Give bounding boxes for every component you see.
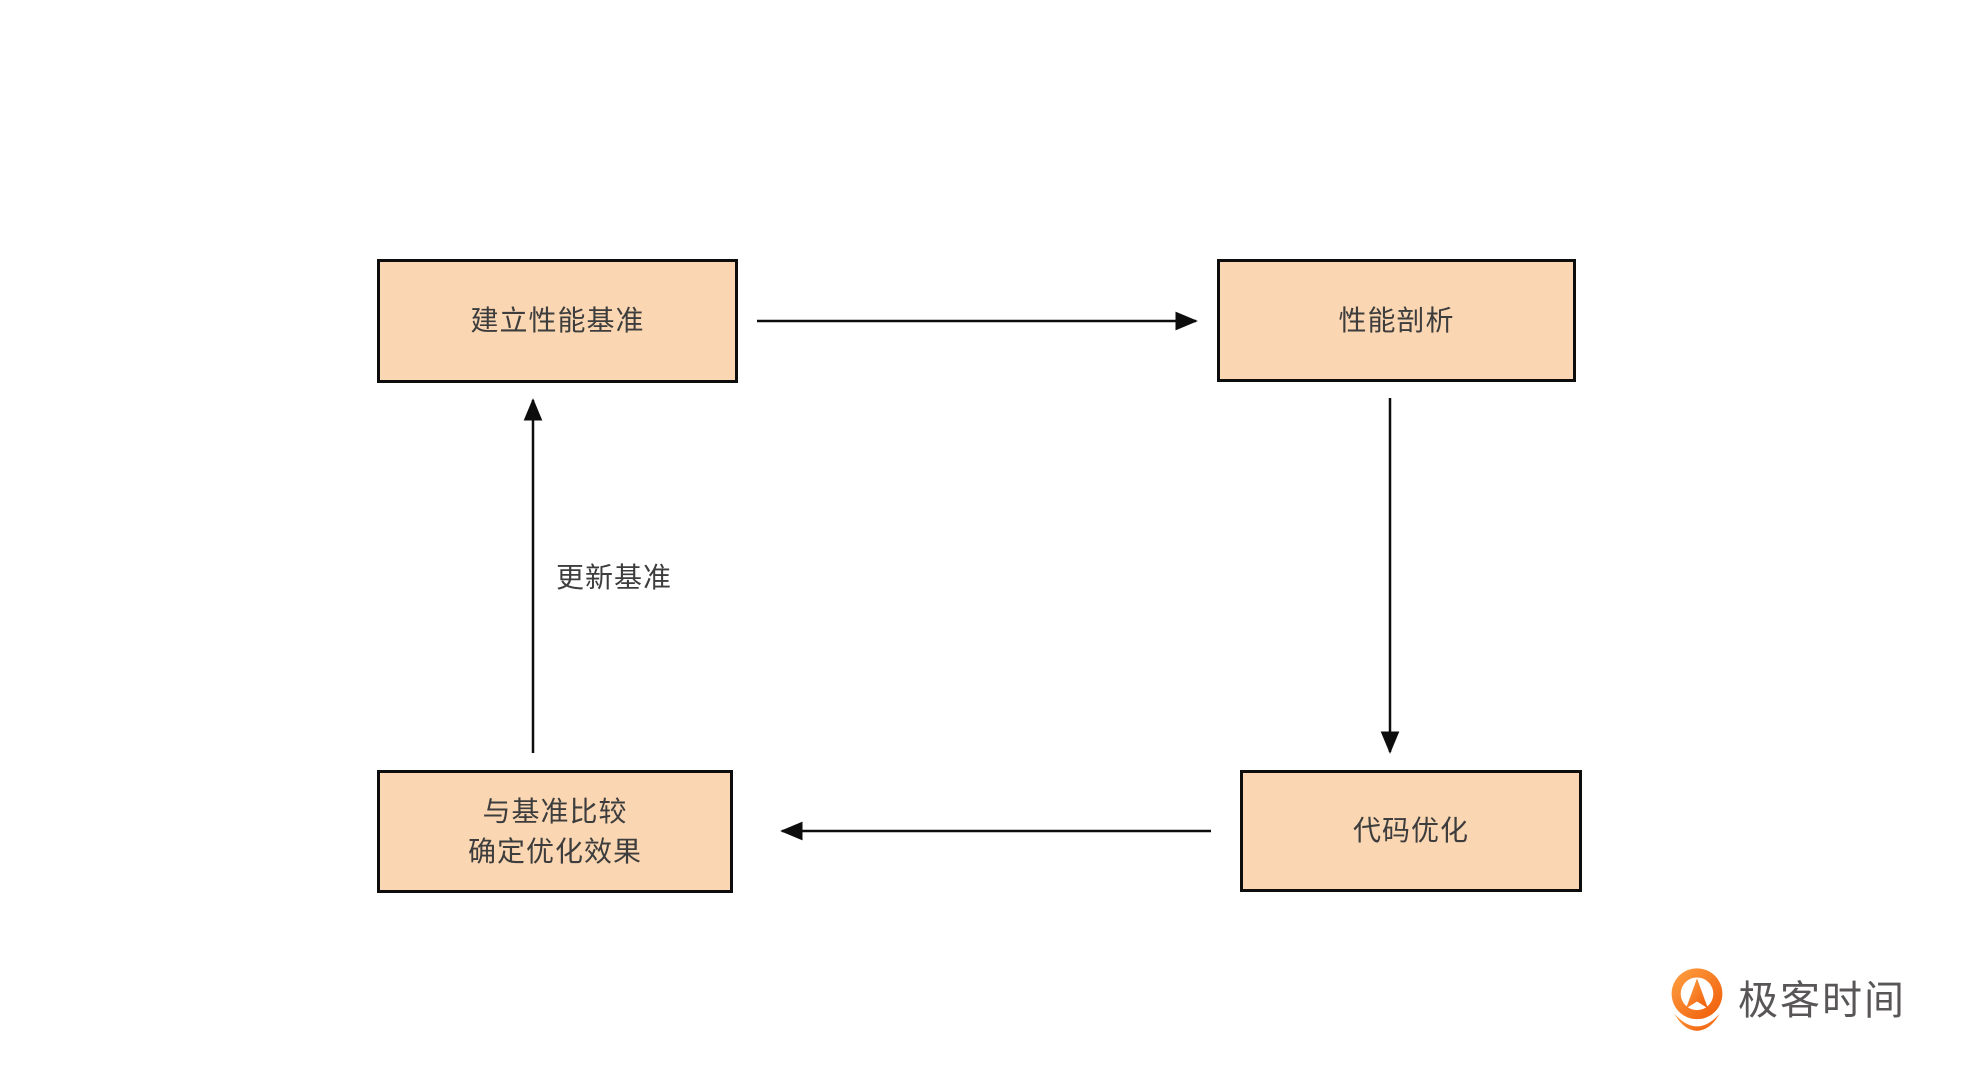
node-performance-profiling: 性能剖析: [1217, 259, 1576, 382]
geektime-logo: 极客时间: [1668, 966, 1906, 1036]
geektime-logo-icon: [1671, 968, 1723, 1031]
node-compare-with-baseline: 与基准比较 确定优化效果: [377, 770, 733, 893]
node-establish-baseline: 建立性能基准: [377, 259, 738, 383]
geektime-logo-text: 极客时间: [1738, 979, 1906, 1023]
node-code-optimization: 代码优化: [1240, 770, 1582, 892]
edge-label-update-baseline: 更新基准: [556, 562, 673, 593]
